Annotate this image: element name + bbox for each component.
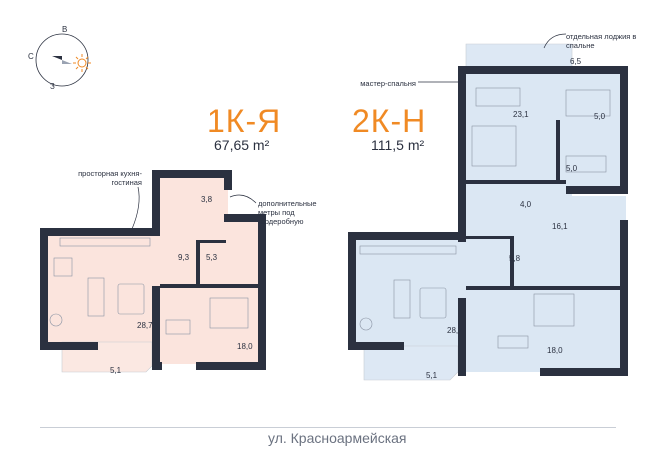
- apt1-code: 1К-Я: [207, 103, 282, 139]
- apt2-interior: [356, 72, 626, 372]
- apt1-room-area: 18,0: [237, 342, 253, 351]
- apt1-furniture: [49, 237, 249, 335]
- apt1-area: 67,65 m²: [214, 137, 270, 153]
- apt2-room-area: 5,0: [566, 164, 578, 173]
- compass-north-label: С: [28, 52, 34, 61]
- apt1-room-area: 5,3: [206, 253, 218, 262]
- apt2-room-area: 23,1: [513, 110, 529, 119]
- apt2-furniture: [359, 87, 611, 349]
- apt1-interior: [48, 177, 262, 364]
- apt1-room-area: 9,3: [178, 253, 190, 262]
- apt2-room-area: 5,8: [509, 254, 521, 263]
- apt2-code: 2К-Н: [352, 103, 427, 139]
- apt1-room-area: 28,7: [137, 321, 153, 330]
- apt1-kitchen-note: просторная кухня-гостиная: [78, 169, 142, 187]
- sun-icon: [73, 54, 91, 72]
- master-pointer-arrow: [418, 81, 462, 83]
- street-name: ул. Красноармейская: [268, 430, 407, 446]
- apt2-room-area: 18,0: [547, 346, 563, 355]
- wardrobe-pointer-arrow: [229, 194, 257, 204]
- compass-west-label: З: [50, 82, 55, 91]
- apt1-room-area: 5,1: [110, 366, 122, 375]
- apt2-room-area: 5,1: [426, 371, 438, 380]
- apt1-wardrobe-note: дополнительные метры под гардеробную: [258, 199, 317, 226]
- apt2-room-area: 16,1: [552, 222, 568, 231]
- kitchen-pointer-arrow: [131, 186, 140, 230]
- apt2-room-area: 5,0: [594, 112, 606, 121]
- apt2-area: 111,5 m²: [371, 137, 425, 153]
- apt2-loggia-note: отдельная лоджия в спальне: [566, 32, 637, 50]
- compass-ring: [35, 33, 89, 87]
- compass-needle: [52, 56, 62, 60]
- apt2-master-note: мастер-спальня: [360, 79, 416, 88]
- apt2-walls: [348, 66, 628, 376]
- compass-east-label: В: [62, 25, 68, 34]
- apt2-room-area: 28,7: [447, 326, 463, 335]
- loggia-pointer-arrow: [543, 33, 567, 49]
- apt2-room-area: 4,0: [520, 200, 532, 209]
- compass: [35, 33, 91, 87]
- apt2-room-area: 6,5: [570, 57, 582, 66]
- divider-line: [40, 427, 616, 428]
- apt2-balcony: [363, 345, 459, 381]
- apt1-room-area: 3,8: [201, 195, 213, 204]
- apt1-walls: [40, 170, 266, 370]
